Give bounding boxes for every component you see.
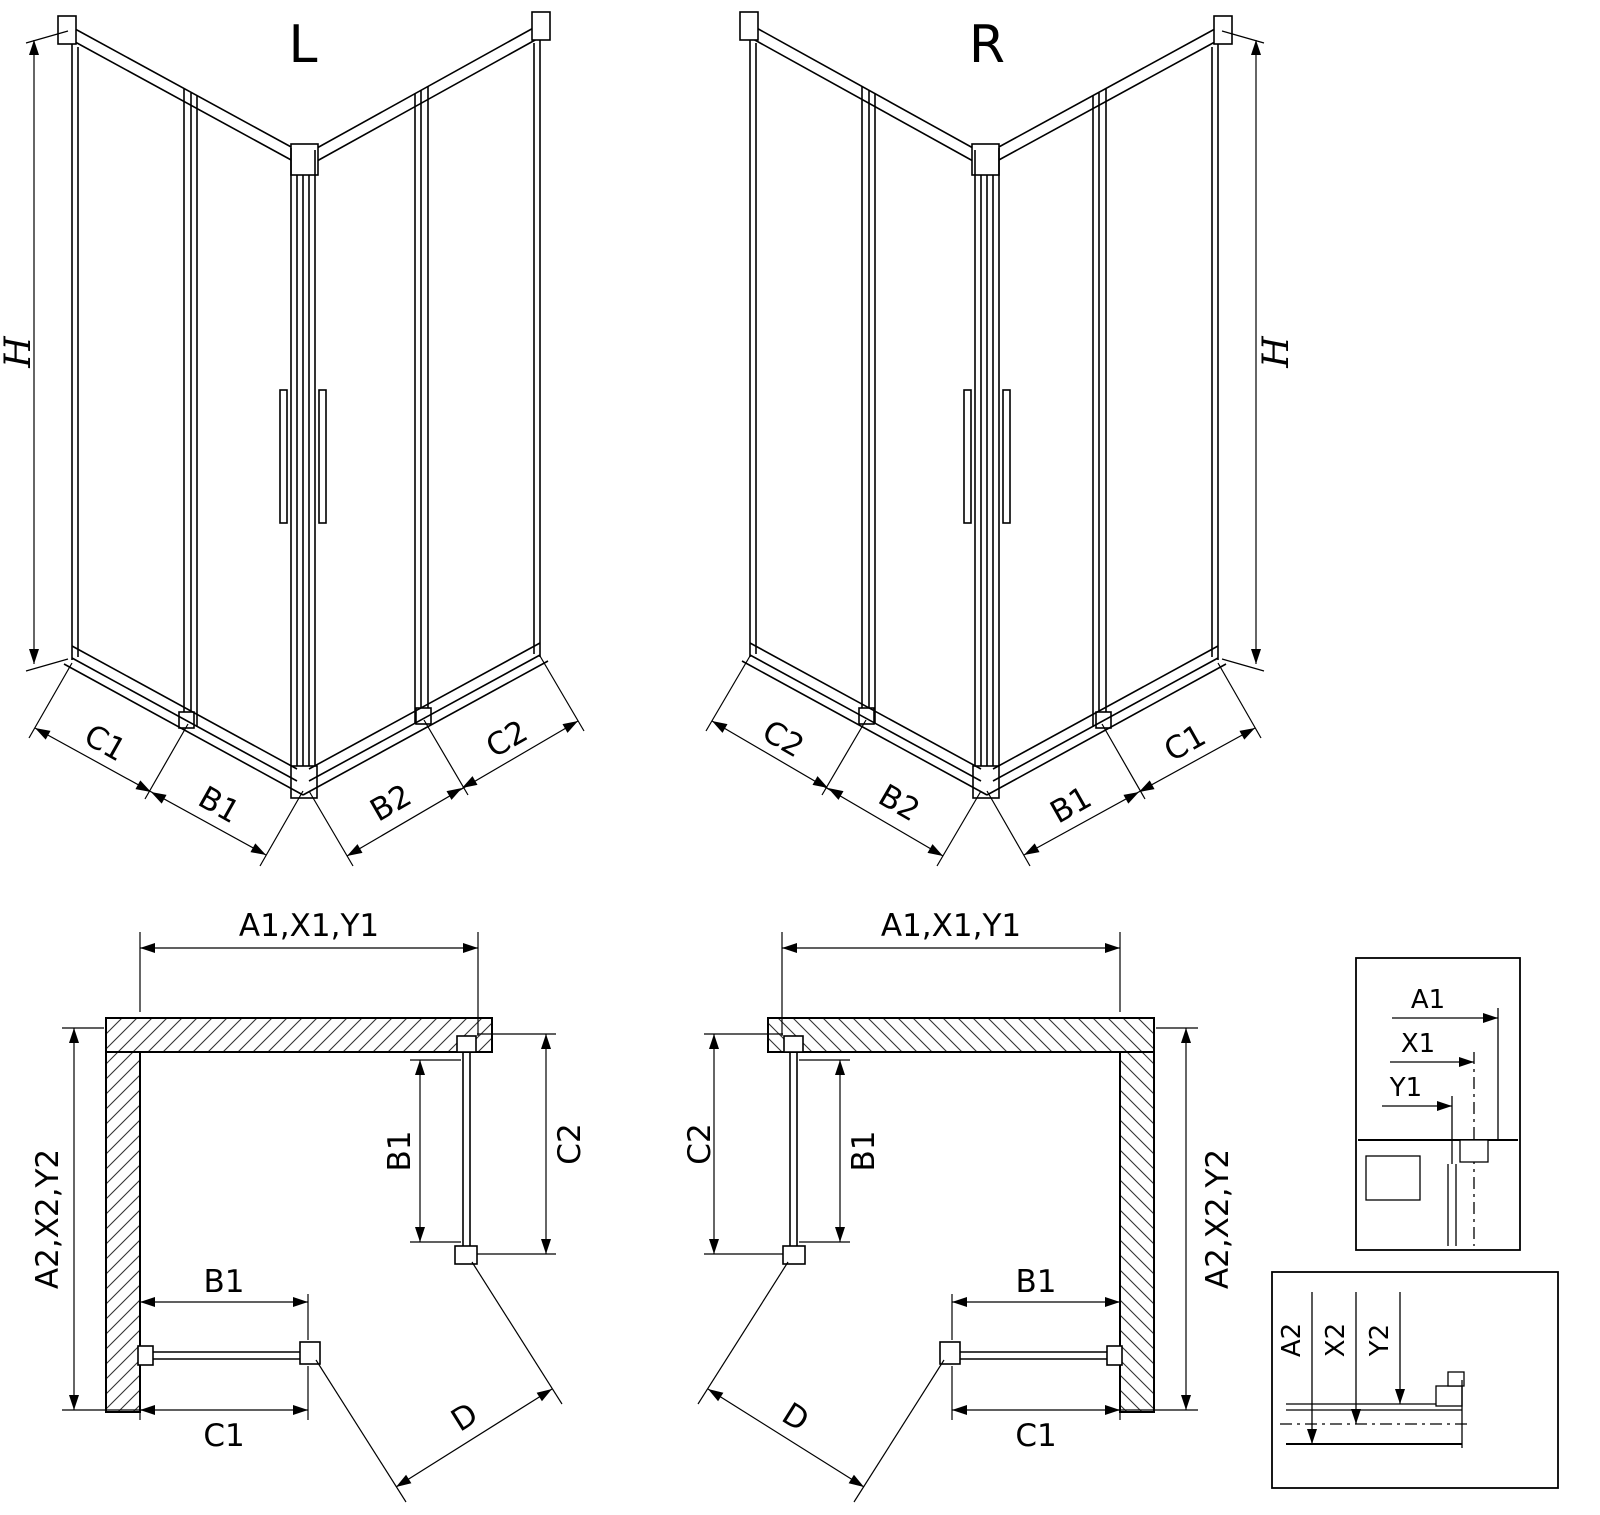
plan-right-dim-b1-bottom: B1	[1016, 1264, 1057, 1300]
detail-dim-a1: A1	[1411, 985, 1445, 1015]
plan-left-dim-b1-bottom: B1	[204, 1264, 245, 1300]
plan-right-dim-top: A1,X1,Y1	[881, 908, 1021, 944]
iso-left-dim-b1: B1	[192, 780, 245, 831]
detail-dim-y1: Y1	[1389, 1073, 1422, 1103]
iso-right-dim-h: H	[1256, 336, 1297, 369]
iso-right-dim-c2: C2	[756, 713, 810, 765]
plan-left-geometry	[62, 932, 562, 1502]
detail-dim-x1: X1	[1401, 1029, 1435, 1059]
detail-width-profile	[1358, 1139, 1518, 1246]
detail-dim-a2: A2	[1277, 1323, 1307, 1357]
plan-right-dim-side: A2,X2,Y2	[1200, 1149, 1236, 1289]
plan-right-view: A1,X1,Y1 A2,X2,Y2 B1 C2 B1 C1 D	[682, 908, 1236, 1502]
detail-height-profile	[1280, 1371, 1470, 1448]
iso-left-view: L H C1 B1 B2 C2	[0, 12, 584, 866]
detail-height-dimension-lines	[1306, 1292, 1406, 1445]
plan-right-dim-b1-door: B1	[846, 1131, 882, 1172]
plan-left-dim-c1: C1	[203, 1418, 244, 1454]
iso-right-view: R H C2 B2 B1 C1	[706, 12, 1297, 866]
iso-left-dim-c2: C2	[480, 713, 534, 765]
plan-left-dim-c2: C2	[552, 1123, 588, 1164]
plan-right-dim-c1: C1	[1015, 1418, 1056, 1454]
detail-dim-x2: X2	[1321, 1323, 1351, 1357]
plan-right-geometry	[698, 932, 1198, 1502]
plan-left-dim-side: A2,X2,Y2	[30, 1149, 66, 1289]
detail-width-box: A1 X1 Y1	[1355, 957, 1521, 1251]
plan-left-dim-top: A1,X1,Y1	[239, 908, 379, 944]
iso-right-dim-b1: B1	[1044, 780, 1097, 831]
plan-left-dim-d: D	[445, 1396, 484, 1439]
iso-left-dim-h: H	[0, 336, 39, 369]
detail-box-border	[1271, 1271, 1559, 1489]
wall-profile-section	[1459, 1139, 1489, 1163]
wall-end-section	[1365, 1155, 1421, 1201]
iso-right-title: R	[969, 15, 1005, 75]
detail-height-box: A2 X2 Y2	[1271, 1271, 1559, 1489]
bottom-profile-clip	[1447, 1371, 1465, 1387]
plan-left-view: A1,X1,Y1 A2,X2,Y2 B1 C2 B1 C1 D	[30, 908, 588, 1502]
plan-right-dim-d: D	[776, 1396, 815, 1439]
detail-dim-y2: Y2	[1365, 1324, 1395, 1357]
bottom-profile-section	[1435, 1385, 1463, 1407]
iso-left-title: L	[289, 15, 318, 75]
iso-left-dim-b2: B2	[364, 778, 418, 830]
iso-right-dim-b2: B2	[872, 778, 926, 830]
plan-left-dim-b1-door: B1	[382, 1131, 418, 1172]
iso-left-dim-c1: C1	[78, 717, 132, 769]
detail-width-dimension-lines	[1382, 1008, 1499, 1246]
iso-right-dim-c1: C1	[1158, 717, 1212, 769]
plan-right-dim-c2: C2	[682, 1123, 718, 1164]
